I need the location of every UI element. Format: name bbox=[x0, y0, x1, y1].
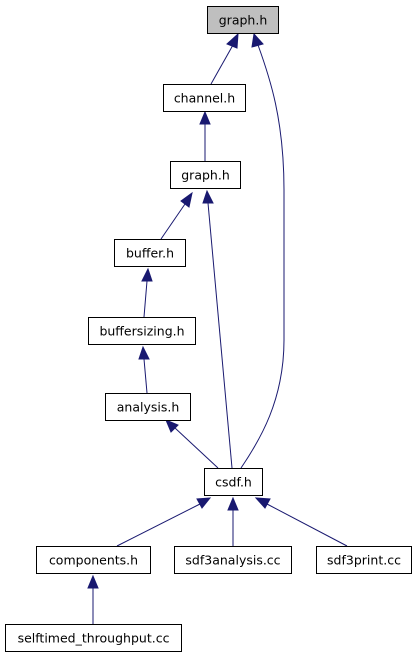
arrowhead-graph-mid-from-csdf bbox=[202, 189, 214, 204]
arrowhead-graph-top-from-csdf bbox=[251, 32, 264, 48]
edge-sdf3print-to-csdf bbox=[266, 503, 348, 547]
node-label-sdf3print-cc: sdf3print.cc bbox=[327, 553, 401, 568]
arrowhead-analysis bbox=[165, 419, 179, 433]
arrowhead-graph-mid-from-buffer bbox=[180, 191, 193, 208]
arrowhead-buffer bbox=[141, 267, 153, 282]
node-sdf3analysis-cc[interactable]: sdf3analysis.cc bbox=[174, 546, 292, 574]
arrowhead-csdf-from-sdf3analysis bbox=[227, 496, 239, 511]
arrowhead-graph-top-from-channel bbox=[226, 32, 239, 49]
node-label-sdf3analysis-cc: sdf3analysis.cc bbox=[185, 553, 280, 568]
arrowhead-components bbox=[87, 574, 99, 589]
arrowhead-buffersizing bbox=[138, 345, 150, 360]
arrowhead-csdf-from-sdf3print bbox=[254, 497, 271, 509]
edge-csdf-to-graph-mid bbox=[207, 202, 233, 469]
node-label-selftimed-throughput-cc: selftimed_throughput.cc bbox=[18, 631, 170, 646]
node-buffer-h[interactable]: buffer.h bbox=[114, 239, 186, 267]
node-graph-h-root[interactable]: graph.h bbox=[207, 6, 279, 34]
node-analysis-h[interactable]: analysis.h bbox=[105, 393, 191, 421]
node-sdf3print-cc[interactable]: sdf3print.cc bbox=[316, 546, 412, 574]
arrowhead-csdf-from-components bbox=[196, 497, 212, 509]
edge-analysis-to-buffersizing bbox=[143, 358, 148, 394]
edge-buffer-to-graph-mid bbox=[160, 203, 186, 240]
node-label-buffersizing-h: buffersizing.h bbox=[99, 324, 184, 339]
node-components-h[interactable]: components.h bbox=[36, 546, 151, 574]
node-channel-h[interactable]: channel.h bbox=[163, 84, 246, 112]
edge-components-to-csdf bbox=[116, 503, 201, 547]
node-label-channel-h: channel.h bbox=[174, 91, 235, 106]
node-selftimed-throughput-cc[interactable]: selftimed_throughput.cc bbox=[5, 624, 182, 652]
node-label-analysis-h: analysis.h bbox=[117, 400, 180, 415]
node-label-components-h: components.h bbox=[49, 553, 138, 568]
node-label-graph-h: graph.h bbox=[181, 168, 230, 183]
node-buffersizing-h[interactable]: buffersizing.h bbox=[88, 317, 196, 345]
node-label-csdf-h: csdf.h bbox=[215, 475, 252, 490]
edge-buffersizing-to-buffer bbox=[143, 280, 148, 318]
edge-channel-to-graph-top bbox=[210, 44, 234, 85]
edge-csdf-to-graph-top bbox=[240, 44, 285, 469]
edges bbox=[87, 32, 348, 624]
node-label-graph-h-root: graph.h bbox=[219, 13, 268, 28]
node-graph-h[interactable]: graph.h bbox=[170, 161, 241, 189]
arrowhead-channel bbox=[199, 110, 211, 125]
edge-csdf-to-analysis bbox=[174, 427, 219, 469]
node-label-buffer-h: buffer.h bbox=[126, 246, 174, 261]
node-csdf-h[interactable]: csdf.h bbox=[204, 468, 263, 496]
